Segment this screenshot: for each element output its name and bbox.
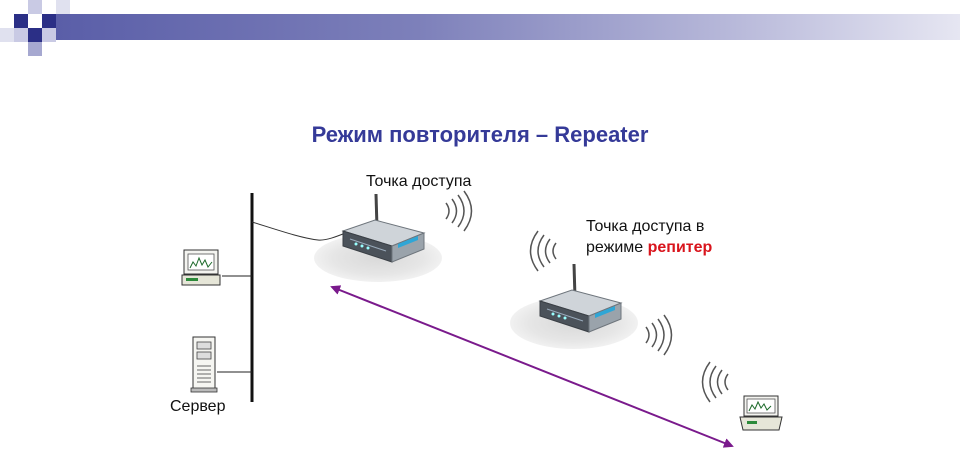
access-point-label: Точка доступа — [366, 173, 472, 190]
header-gradient-bar — [56, 14, 960, 40]
slide-title: Режим повторителя – Repeater — [311, 122, 649, 147]
repeater-label-prefix: режиме — [586, 239, 648, 256]
decor-square — [56, 0, 70, 14]
server-label: Сервер — [170, 398, 226, 415]
wifi-signal-icon — [645, 314, 673, 356]
repeater-label-accent: репитер — [647, 239, 713, 256]
decor-square — [28, 0, 42, 14]
desktop-computer-icon — [181, 249, 221, 286]
wifi-signal-icon — [529, 230, 557, 272]
wifi-signal-icon — [701, 361, 729, 403]
decor-square — [42, 28, 56, 42]
double-arrow-icon — [330, 285, 734, 448]
repeater-label-line1: Точка доступа в — [586, 218, 705, 235]
decor-square — [28, 42, 42, 56]
wired-backbone — [217, 193, 349, 402]
access-point-router — [314, 190, 473, 282]
server-icon — [190, 336, 218, 393]
slide-header-banner — [0, 0, 960, 60]
decor-square — [14, 14, 28, 28]
wifi-signal-icon — [445, 190, 473, 232]
repeater-label-line2: режиме репитер — [586, 237, 712, 258]
laptop-icon — [739, 395, 783, 431]
decor-square — [28, 28, 42, 42]
decor-square — [42, 14, 56, 28]
router-icon — [341, 193, 426, 263]
decor-square — [0, 28, 14, 42]
decor-square — [14, 28, 28, 42]
repeater-label: Точка доступа в режиме репитер — [586, 216, 712, 258]
